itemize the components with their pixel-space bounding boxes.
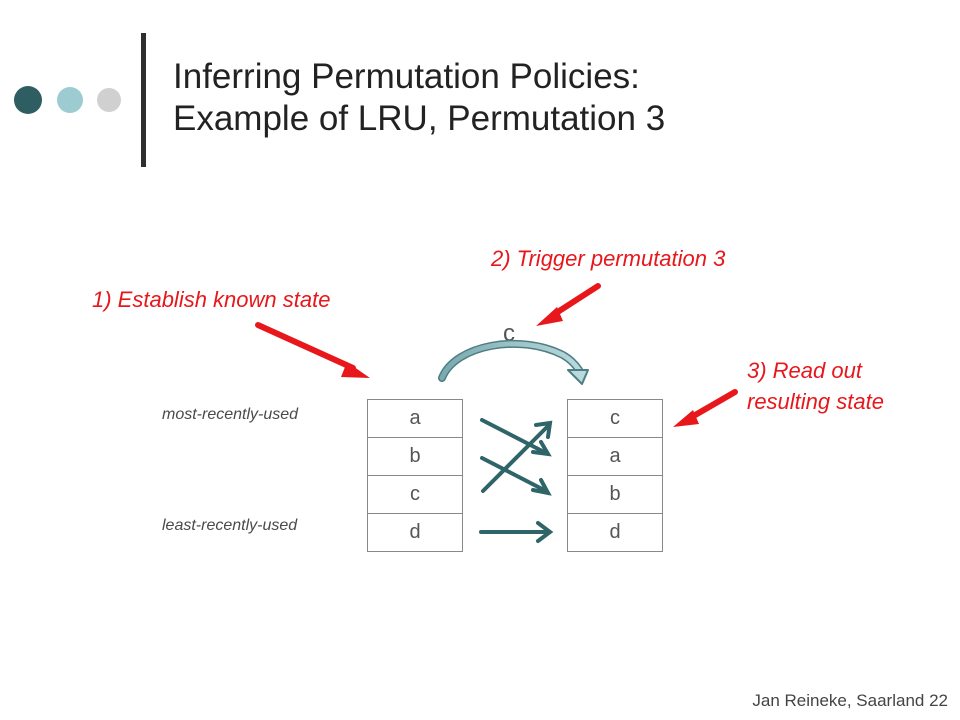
cache-before-cell: b [368, 438, 462, 476]
cache-before-cell: a [368, 400, 462, 438]
cache-state-before: a b c d [367, 399, 463, 552]
annotation-read-out: 3) Read out resulting state [747, 357, 884, 419]
permutation-arrow-d-to-d [479, 521, 554, 543]
slide-title-line-2: Example of LRU, Permutation 3 [173, 99, 666, 138]
cache-after-cell: d [609, 521, 621, 543]
decor-dot-teal [57, 87, 83, 113]
footer-author: Jan Reineke, Saarland 22 [752, 691, 948, 710]
label-most-recently-used: most-recently-used [162, 406, 299, 423]
annotation-trigger-permutation: 2) Trigger permutation 3 [491, 246, 726, 271]
permutation-arrow-b-to-b [480, 456, 552, 496]
cache-after-cell: b [568, 476, 662, 514]
cache-state-after: c a b d [567, 399, 663, 552]
annotation-read-out-line-1: 3) Read out [747, 358, 862, 383]
cache-after-cell: c [568, 400, 662, 438]
decor-dot-gray [97, 88, 121, 112]
annotation-establish-state: 1) Establish known state [92, 287, 331, 312]
red-arrow-trigger-permutation [536, 283, 601, 326]
slide-title: Inferring Permutation Policies: Example … [173, 56, 665, 140]
cache-before-cell: d [409, 521, 421, 543]
cache-before-cell: c [368, 476, 462, 514]
access-curved-arrow [438, 339, 589, 385]
cache-after-cell: a [568, 438, 662, 476]
annotation-read-out-line-2: resulting state [747, 389, 884, 414]
title-divider-bar [141, 33, 146, 167]
decor-dot-dark [14, 86, 42, 114]
label-least-recently-used: least-recently-used [162, 517, 298, 534]
slide-title-line-1: Inferring Permutation Policies: [173, 57, 640, 96]
red-arrow-read-out [673, 389, 738, 427]
permutation-arrow-a-to-a [480, 418, 552, 457]
red-arrow-establish-state [255, 322, 370, 378]
permutation-arrow-c-to-top [481, 420, 553, 493]
